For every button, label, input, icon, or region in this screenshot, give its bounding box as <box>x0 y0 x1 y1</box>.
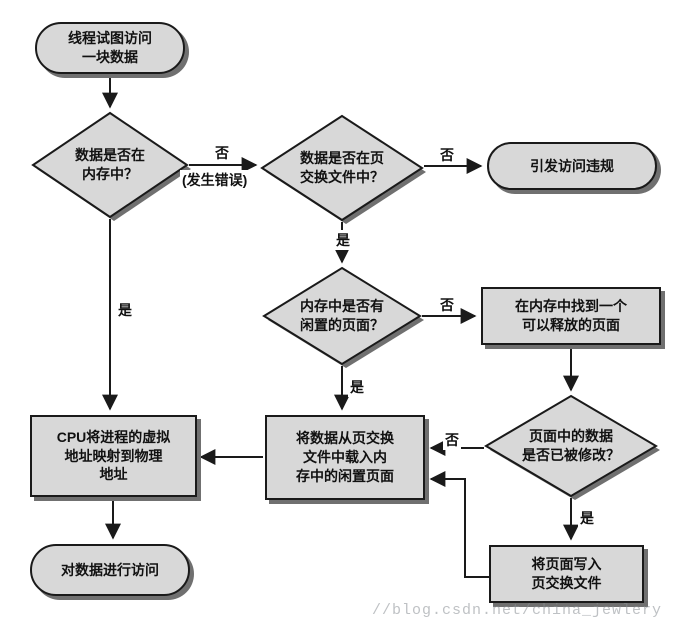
edge-label-no-free-page: 否 <box>438 295 456 315</box>
node-find-releasable-page: 在内存中找到一个 可以释放的页面 <box>481 287 661 345</box>
edge-label-yes-modified: 是 <box>578 508 596 528</box>
edge-label-no-memory: 否 <box>213 143 231 163</box>
edge-label-no-modified: 否 <box>443 430 461 450</box>
node-access-data: 对数据进行访问 <box>30 544 190 596</box>
edge-label-yes-memory: 是 <box>116 300 134 320</box>
node-load-data-to-free-page: 将数据从页交换 文件中载入内 存中的闲置页面 <box>265 415 425 500</box>
node-start: 线程试图访问 一块数据 <box>35 22 185 74</box>
edge-label-no-pagefile: 否 <box>438 145 456 165</box>
decision-page-modified-shape <box>484 394 658 498</box>
decision-data-in-memory-shape <box>31 111 189 219</box>
edge-label-error: (发生错误) <box>180 170 250 190</box>
node-cpu-map-address: CPU将进程的虚拟 地址映射到物理 地址 <box>30 415 197 497</box>
node-access-violation-label: 引发访问违规 <box>530 157 614 174</box>
node-access-violation: 引发访问违规 <box>487 142 657 190</box>
watermark-text: //blog.csdn.net/china_jewlery <box>372 602 663 619</box>
node-write-page-to-pagefile: 将页面写入 页交换文件 <box>489 545 644 603</box>
node-start-label: 线程试图访问 <box>68 30 152 47</box>
decision-data-in-pagefile-shape <box>260 114 424 222</box>
edge-label-yes-free-page: 是 <box>348 377 366 397</box>
edge-label-yes-pagefile: 是 <box>334 230 352 250</box>
flow-connectors <box>102 76 579 578</box>
decision-free-page-shape <box>262 266 422 366</box>
